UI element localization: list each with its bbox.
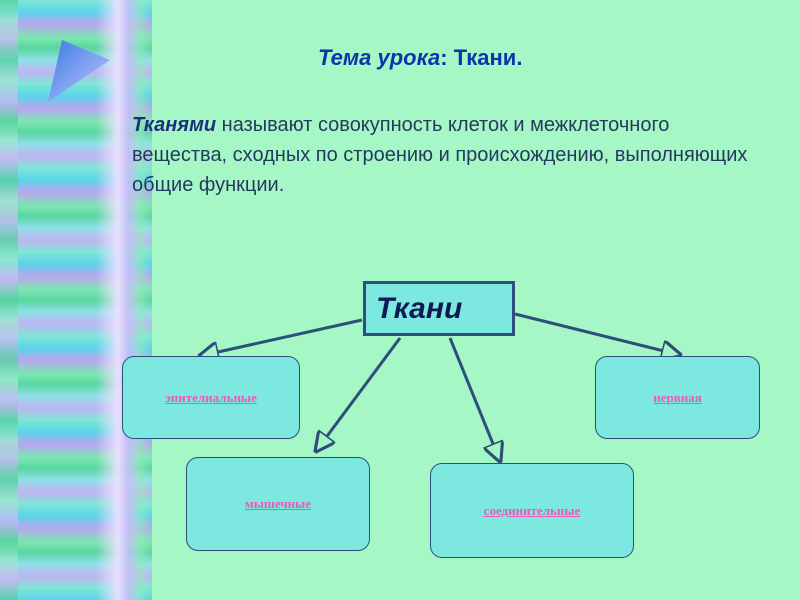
node-nervous[interactable]: нервная (595, 356, 760, 439)
connector-nervous (514, 312, 680, 355)
node-connective-link[interactable]: соединительные (483, 502, 581, 518)
definition-text: Тканями называют совокупность клеток и м… (132, 110, 752, 200)
diagram-root-node: Ткани (363, 281, 515, 336)
triangle-icon (48, 40, 110, 102)
decorative-stripe-edge (0, 0, 18, 600)
definition-body: называют совокупность клеток и межклеточ… (132, 114, 748, 196)
node-epithelial-link[interactable]: эпителиальные (165, 389, 257, 405)
title-prefix: Тема урока (318, 45, 441, 70)
definition-term: Тканями (132, 114, 217, 136)
page-title: Тема урока: Ткани. (318, 45, 522, 71)
connector-epithelial (200, 318, 363, 356)
node-muscle-link[interactable]: мышечные (244, 496, 312, 511)
decorative-stripe (0, 0, 152, 600)
node-epithelial[interactable]: эпителиальные (122, 356, 300, 439)
connector-muscle (316, 337, 402, 451)
root-label: Ткани (376, 291, 463, 325)
node-muscle[interactable]: мышечные (186, 457, 370, 551)
node-connective[interactable]: соединительные (430, 463, 634, 558)
title-suffix: : Ткани. (440, 45, 523, 70)
connector-connective (448, 337, 500, 461)
node-nervous-link[interactable]: нервная (653, 389, 702, 405)
